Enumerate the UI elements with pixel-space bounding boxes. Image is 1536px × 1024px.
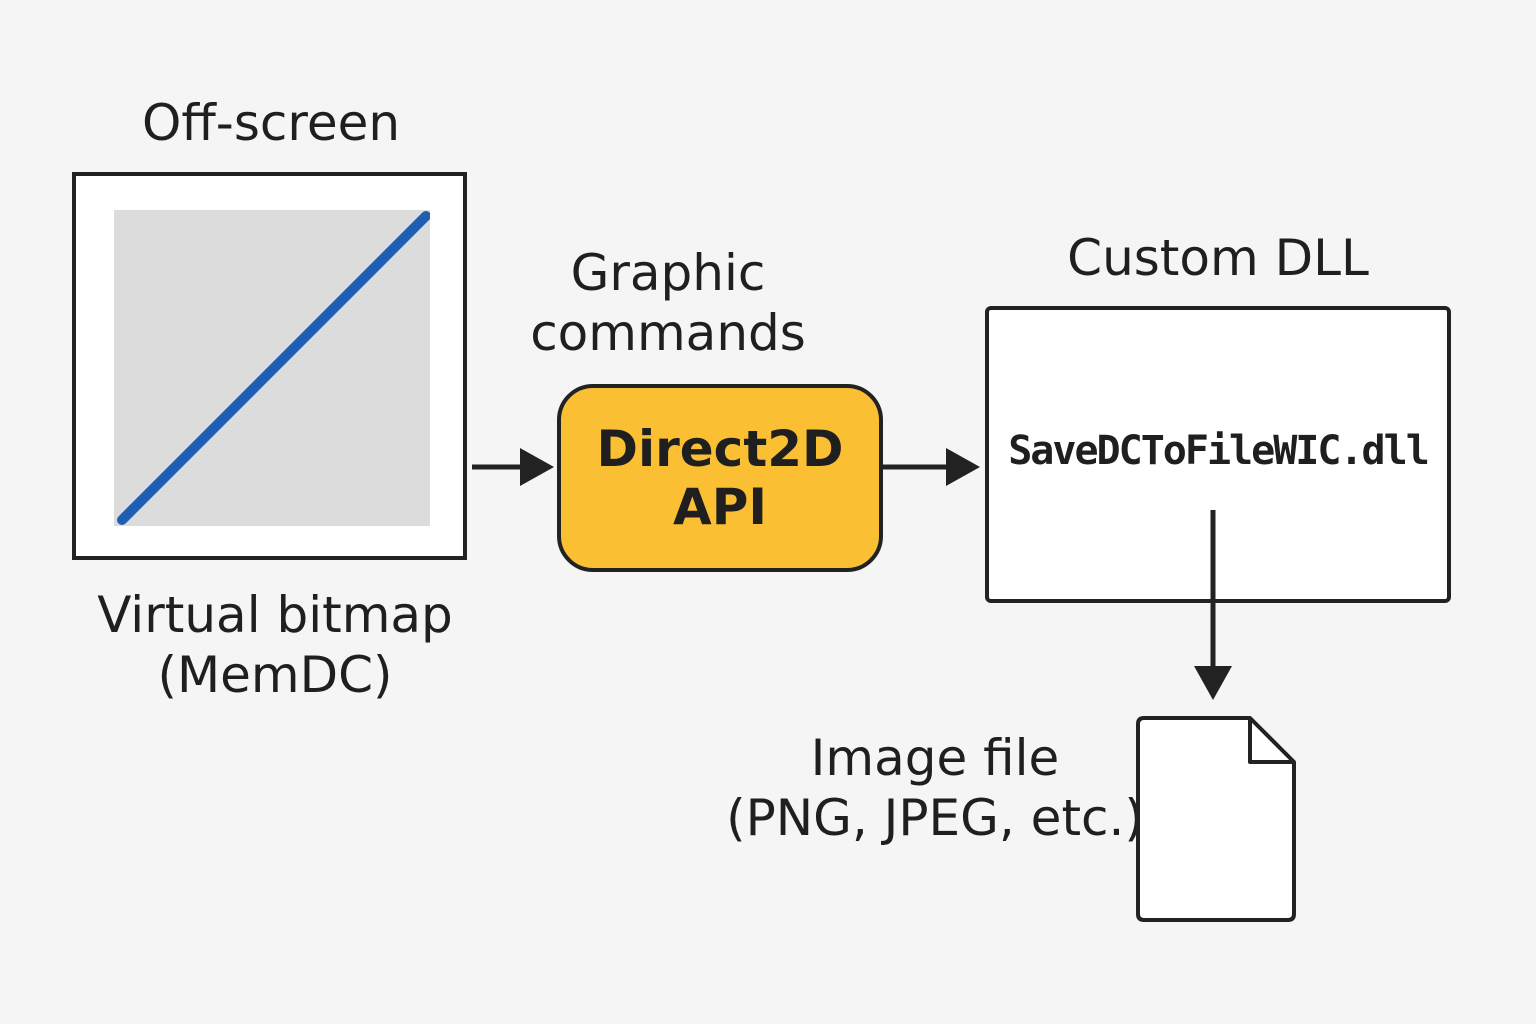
bitmap-canvas xyxy=(114,210,430,526)
document-file-icon xyxy=(1136,716,1296,922)
image-file-label-line-2: (PNG, JPEG, etc.) xyxy=(726,789,1144,847)
diagonal-line xyxy=(117,211,430,525)
image-file-label-line-1: Image file xyxy=(810,729,1060,787)
offscreen-label: Off-screen xyxy=(141,94,401,152)
graphic-commands-label-line-2: commands xyxy=(530,304,806,362)
dll-filename: SaveDCToFileWIC.dll xyxy=(1008,428,1430,474)
direct2d-label-line-2: API xyxy=(673,478,767,536)
custom-dll-label: Custom DLL xyxy=(1067,229,1369,287)
arrow-dll-to-file xyxy=(1194,510,1232,700)
arrow-api-to-dll xyxy=(883,448,980,486)
custom-dll-box: SaveDCToFileWIC.dll xyxy=(985,306,1451,603)
graphic-commands-label-line-1: Graphic xyxy=(570,244,766,302)
arrow-bitmap-to-api xyxy=(472,448,554,486)
virtual-bitmap-label-line-1: Virtual bitmap xyxy=(97,586,453,644)
direct2d-label-line-1: Direct2D xyxy=(596,420,844,478)
image-file-label: Image file (PNG, JPEG, etc.) xyxy=(690,728,1180,848)
virtual-bitmap-label: Virtual bitmap (MemDC) xyxy=(40,585,510,705)
graphic-commands-label: Graphic commands xyxy=(490,243,846,363)
virtual-bitmap-label-line-2: (MemDC) xyxy=(157,646,393,704)
direct2d-api-box: Direct2D API xyxy=(557,384,883,572)
